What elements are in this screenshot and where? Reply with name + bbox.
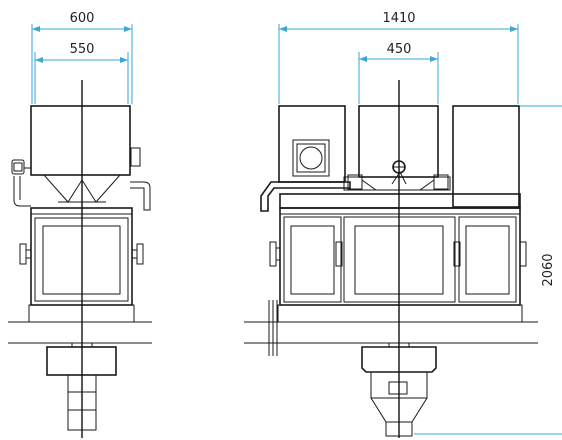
- dimension-2060: 2060: [414, 105, 562, 435]
- dimension-1410: 1410: [278, 11, 519, 104]
- dim-label-600: 600: [70, 11, 95, 26]
- dim-label-2060: 2060: [541, 253, 556, 286]
- dim-label-550: 550: [70, 42, 95, 57]
- dimension-600: 600: [31, 11, 133, 104]
- dimension-450: 450: [358, 42, 439, 104]
- side-view: [11, 105, 151, 431]
- dim-label-1410: 1410: [382, 11, 415, 26]
- dimension-550: 550: [34, 42, 129, 104]
- dim-label-450: 450: [387, 42, 412, 57]
- front-view: [260, 105, 527, 437]
